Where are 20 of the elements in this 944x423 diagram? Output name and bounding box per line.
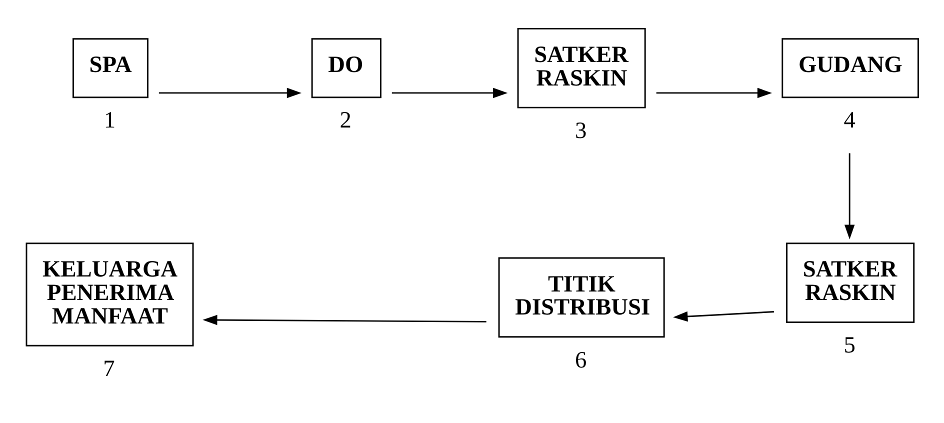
arrow (844, 152, 855, 239)
node-box: KELUARGA PENERIMA MANFAAT (26, 242, 194, 346)
node-label: 6 (574, 346, 587, 373)
node-label: 1 (104, 107, 116, 134)
node-box: DO (311, 38, 382, 98)
node-box: SATKER RASKIN (786, 242, 915, 322)
node-label: 7 (103, 356, 115, 382)
node-label: 5 (844, 332, 856, 358)
node-box: GUDANG (782, 38, 919, 98)
node-box: SATKER RASKIN (517, 27, 646, 108)
arrow (673, 310, 774, 322)
node-box: TITIK DISTRIBUSI (498, 256, 665, 338)
node-label: 3 (574, 117, 587, 144)
arrow (392, 87, 508, 98)
node-box: SPA (72, 38, 148, 98)
arrow (158, 87, 302, 98)
node-label: 4 (844, 107, 856, 134)
arrow (656, 87, 772, 98)
node-label: 2 (340, 107, 352, 134)
arrow (202, 314, 486, 325)
